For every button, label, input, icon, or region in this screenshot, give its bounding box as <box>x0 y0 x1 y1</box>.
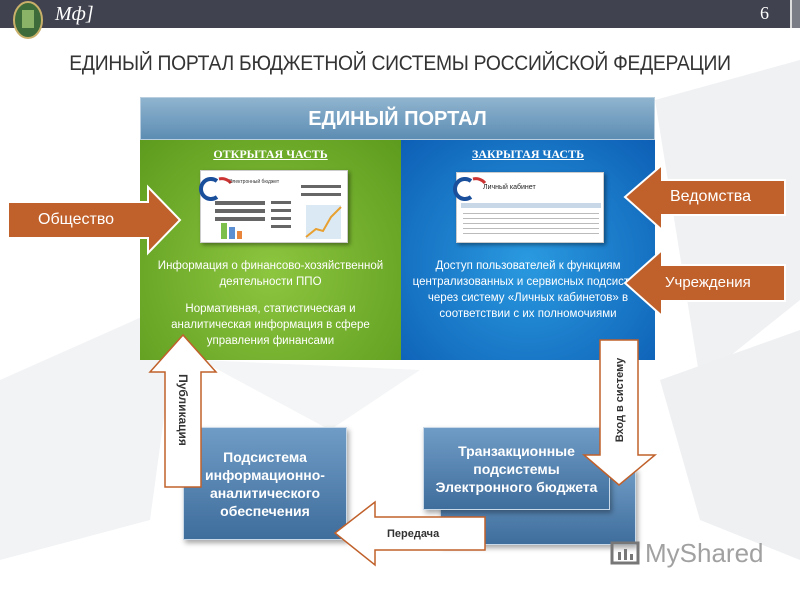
open-part-panel: ОТКРЫТАЯ ЧАСТЬ Электронный бюджет Информ… <box>140 140 401 360</box>
closed-part-text: Доступ пользователей к функциям централи… <box>412 260 644 320</box>
login-arrow <box>581 339 658 486</box>
closed-part-panel: ЗАКРЫТАЯ ЧАСТЬ Личный кабинет Доступ пол… <box>401 140 655 360</box>
slide-number: 6 <box>760 3 769 23</box>
institutions-arrow <box>623 247 786 319</box>
transfer-label: Передача <box>387 528 440 540</box>
open-part-text-1: Информация о финансово-хозяйственной дея… <box>157 260 384 288</box>
logo-text: Мф] <box>55 3 94 25</box>
transactional-subsystems-box: Транзакционные подсистемы Электронного б… <box>423 427 610 510</box>
emblem-logo-icon <box>13 1 43 39</box>
header-bar <box>0 0 790 28</box>
open-portal-screenshot: Электронный бюджет <box>199 170 348 243</box>
personal-cabinet-screenshot: Личный кабинет <box>453 172 604 243</box>
watermark: MyShared <box>645 538 764 568</box>
table-screenshot-icon <box>453 177 601 234</box>
chart-screenshot-icon <box>199 177 342 239</box>
scrollbar[interactable] <box>790 0 800 28</box>
page-title: ЕДИНЫЙ ПОРТАЛ БЮДЖЕТНОЙ СИСТЕМЫ РОССИЙСК… <box>69 52 731 75</box>
screenshot-title: Электронный бюджет <box>229 179 280 185</box>
society-arrow <box>7 184 182 256</box>
departments-arrow <box>623 162 786 233</box>
screenshot-title: Личный кабинет <box>483 184 536 191</box>
open-part-heading: ОТКРЫТАЯ ЧАСТЬ <box>213 147 328 161</box>
open-part-text-2: Нормативная, статистическая и аналитичес… <box>171 303 370 347</box>
analytics-subsystem-box: Подсистема информационно-аналитического … <box>183 427 347 540</box>
portal-heading: ЕДИНЫЙ ПОРТАЛ <box>140 97 655 140</box>
publication-arrow <box>148 333 218 488</box>
departments-label: Ведомства <box>670 188 751 205</box>
closed-part-heading: ЗАКРЫТАЯ ЧАСТЬ <box>471 147 585 161</box>
society-label: Общество <box>38 211 115 228</box>
transfer-arrow <box>333 500 486 567</box>
institutions-label: Учреждения <box>665 274 751 291</box>
